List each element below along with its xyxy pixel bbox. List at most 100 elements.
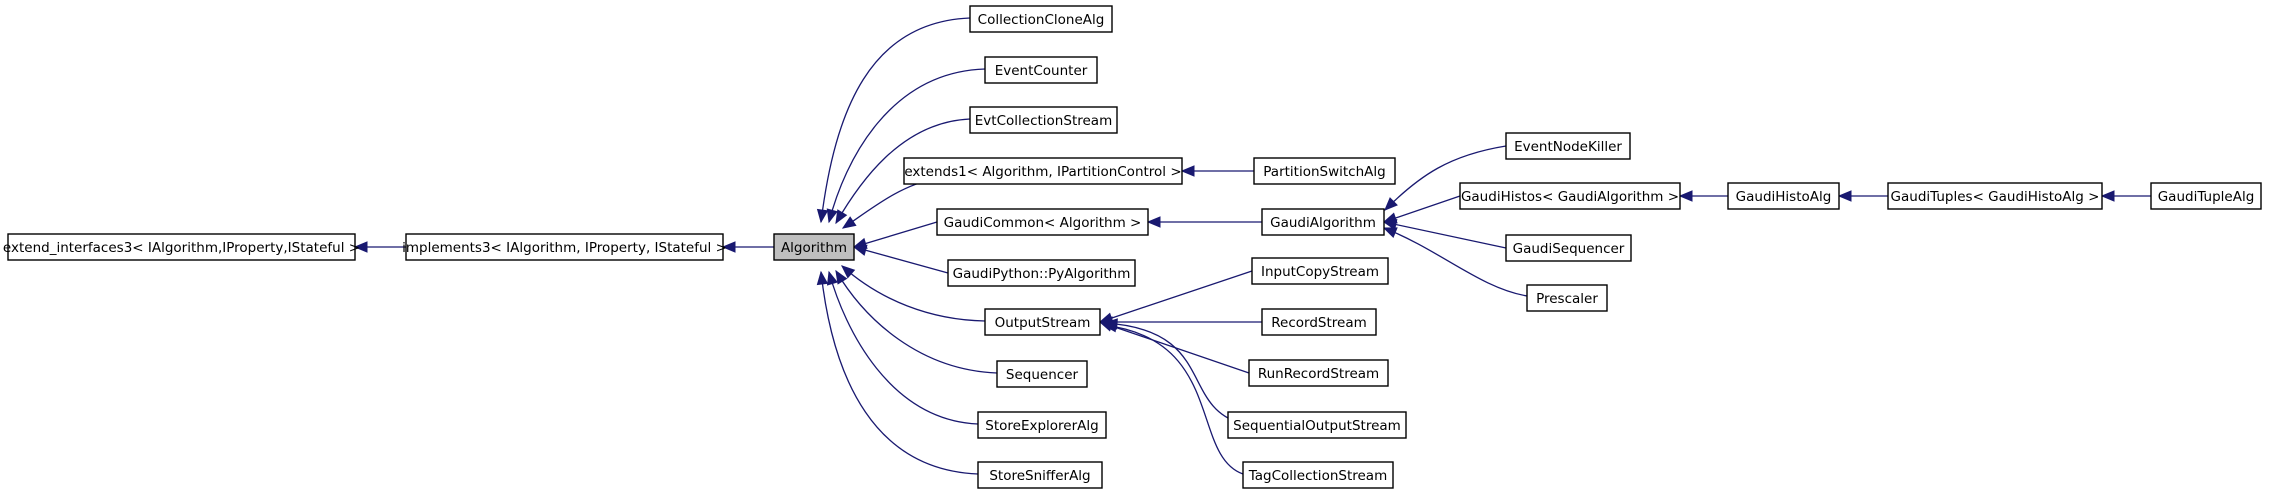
node-gaudi-histos[interactable]: GaudiHistos< GaudiAlgorithm > — [1459, 182, 1681, 210]
node-gaudi-tuple-alg[interactable]: GaudiTupleAlg — [2150, 182, 2262, 210]
node-prescaler[interactable]: Prescaler — [1526, 284, 1608, 312]
node-tag-collection-stream[interactable]: TagCollectionStream — [1242, 461, 1394, 489]
edge-RunRecordStream-OutputStream — [1099, 321, 1250, 374]
node-label: extend_interfaces3< IAlgorithm,IProperty… — [3, 240, 360, 256]
arrowhead-partition-switch-alg — [1180, 165, 1195, 177]
node-algorithm[interactable]: Algorithm — [773, 233, 855, 261]
edge-EventCounter-Algorithm — [828, 68, 986, 223]
edge-CollectionCloneAlg-Algorithm — [820, 17, 971, 223]
node-label: SequentialOutputStream — [1233, 418, 1401, 434]
node-box — [1253, 157, 1396, 185]
node-gaudi-python[interactable]: GaudiPython::PyAlgorithm — [947, 259, 1136, 287]
node-event-counter[interactable]: EventCounter — [984, 56, 1098, 84]
edge-StoreExplorerAlg-Algorithm — [828, 271, 979, 425]
node-gaudi-common[interactable]: GaudiCommon< Algorithm > — [936, 208, 1149, 236]
node-label: StoreSnifferAlg — [989, 468, 1090, 484]
node-label: StoreExplorerAlg — [985, 418, 1098, 434]
node-box — [1242, 461, 1394, 489]
node-box — [947, 259, 1136, 287]
node-box — [7, 233, 356, 261]
arrowhead-collection-clone-alg — [816, 208, 829, 224]
node-sequential-output-stream[interactable]: SequentialOutputStream — [1227, 411, 1407, 439]
node-gaudi-histo-alg[interactable]: GaudiHistoAlg — [1727, 182, 1840, 210]
node-box — [405, 233, 724, 261]
node-box — [773, 233, 855, 261]
edge-GaudiPython-Algorithm — [853, 246, 949, 274]
arrowhead-gaudi-python — [852, 244, 868, 256]
node-box — [984, 308, 1101, 336]
arrowhead-gaudi-histo-alg — [1678, 190, 1693, 202]
node-box — [1505, 234, 1632, 262]
node-label: Sequencer — [1006, 367, 1079, 383]
node-input-copy-stream[interactable]: InputCopyStream — [1251, 257, 1389, 285]
node-label: GaudiSequencer — [1513, 241, 1625, 257]
node-extends1[interactable]: extends1< Algorithm, IPartitionControl > — [903, 157, 1183, 185]
node-label: Algorithm — [781, 240, 847, 256]
node-label: Prescaler — [1536, 291, 1598, 307]
node-gaudi-sequencer[interactable]: GaudiSequencer — [1505, 234, 1632, 262]
edge-SequentialOutputStream-OutputStream — [1104, 322, 1241, 424]
node-extend-interfaces3[interactable]: extend_interfaces3< IAlgorithm,IProperty… — [3, 233, 360, 261]
arrowhead-tag-collection-stream — [1102, 321, 1118, 333]
node-store-sniffer-alg[interactable]: StoreSnifferAlg — [977, 461, 1103, 489]
node-label: EventCounter — [995, 63, 1088, 79]
node-box — [1248, 359, 1389, 387]
node-record-stream[interactable]: RecordStream — [1261, 308, 1377, 336]
node-collection-clone-alg[interactable]: CollectionCloneAlg — [969, 5, 1113, 33]
node-label: EventNodeKiller — [1514, 139, 1622, 155]
arrowhead-gaudi-algorithm — [1146, 216, 1161, 228]
node-run-record-stream[interactable]: RunRecordStream — [1248, 359, 1389, 387]
edge-OutputStream-Algorithm — [841, 265, 986, 322]
node-evt-collection-stream[interactable]: EvtCollectionStream — [969, 106, 1118, 134]
node-box — [969, 106, 1118, 134]
arrowhead-prescaler — [1382, 227, 1398, 239]
node-box — [1526, 284, 1608, 312]
node-label: extends1< Algorithm, IPartitionControl > — [904, 164, 1181, 180]
edge-Sequencer-Algorithm — [835, 270, 998, 374]
node-label: implements3< IAlgorithm, IProperty, ISta… — [402, 240, 727, 256]
node-label: CollectionCloneAlg — [978, 12, 1105, 28]
edge-TagCollectionStream-OutputStream — [1103, 324, 1244, 475]
node-box — [903, 157, 1183, 185]
node-label: GaudiCommon< Algorithm > — [944, 215, 1142, 231]
node-box — [977, 411, 1107, 439]
node-box — [1261, 208, 1385, 236]
arrowhead-evt-collection-stream — [835, 209, 848, 225]
node-label: GaudiHistos< GaudiAlgorithm > — [1461, 189, 1679, 205]
arrowhead-extends1 — [841, 216, 857, 229]
node-label: OutputStream — [995, 315, 1091, 331]
node-box — [996, 360, 1088, 388]
node-box — [1887, 182, 2103, 210]
node-box — [977, 461, 1103, 489]
node-sequencer[interactable]: Sequencer — [996, 360, 1088, 388]
edge-GaudiHistos-GaudiAlgorithm — [1383, 195, 1461, 223]
node-event-node-killer[interactable]: EventNodeKiller — [1505, 132, 1631, 160]
node-box — [1505, 132, 1631, 160]
node-gaudi-algorithm[interactable]: GaudiAlgorithm — [1261, 208, 1385, 236]
node-label: GaudiAlgorithm — [1270, 215, 1376, 231]
arrowhead-event-counter — [826, 208, 838, 224]
edge-InputCopyStream-OutputStream — [1099, 270, 1253, 323]
edge-EvtCollectionStream-Algorithm — [835, 118, 971, 224]
arrowhead-gaudi-sequencer — [1382, 218, 1398, 231]
node-box — [969, 5, 1113, 33]
node-box — [1727, 182, 1840, 210]
nodes-layer: extend_interfaces3< IAlgorithm,IProperty… — [3, 5, 2262, 489]
node-label: GaudiHistoAlg — [1736, 189, 1832, 205]
node-label: GaudiPython::PyAlgorithm — [953, 266, 1131, 282]
edge-GaudiCommon-Algorithm — [853, 221, 938, 248]
node-label: GaudiTupleAlg — [2158, 189, 2255, 205]
node-label: PartitionSwitchAlg — [1263, 164, 1385, 180]
node-box — [1261, 308, 1377, 336]
node-gaudi-tuples[interactable]: GaudiTuples< GaudiHistoAlg > — [1887, 182, 2103, 210]
arrowhead-output-stream — [841, 265, 856, 279]
node-partition-switch-alg[interactable]: PartitionSwitchAlg — [1253, 157, 1396, 185]
node-label: RecordStream — [1271, 315, 1367, 331]
node-output-stream[interactable]: OutputStream — [984, 308, 1101, 336]
node-implements3[interactable]: implements3< IAlgorithm, IProperty, ISta… — [402, 233, 727, 261]
node-store-explorer-alg[interactable]: StoreExplorerAlg — [977, 411, 1107, 439]
arrowhead-event-node-killer — [1384, 197, 1398, 211]
edge-EventNodeKiller-GaudiAlgorithm — [1384, 145, 1507, 211]
edge-Prescaler-GaudiAlgorithm — [1383, 227, 1528, 297]
